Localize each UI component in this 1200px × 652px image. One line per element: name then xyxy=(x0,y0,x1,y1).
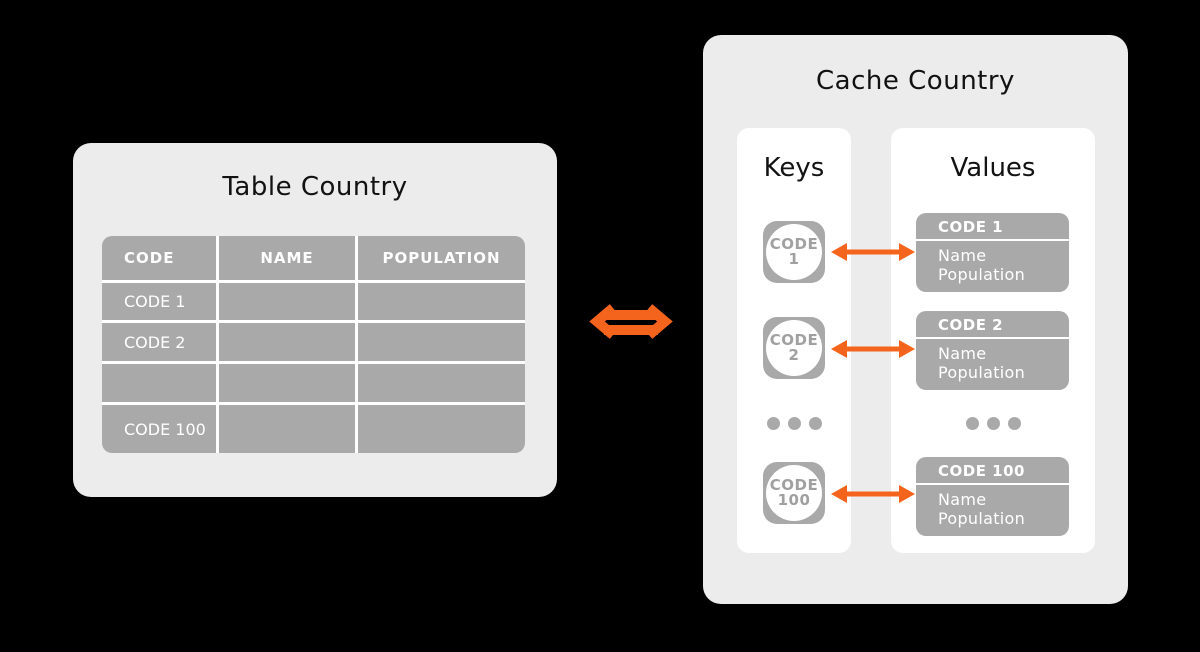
value-field-name: Name xyxy=(938,246,987,265)
table-header-population: POPULATION xyxy=(358,236,525,280)
key-circle xyxy=(766,320,822,376)
table-header-name: NAME xyxy=(219,236,355,280)
table-header-code: CODE xyxy=(102,236,216,280)
table-cell xyxy=(219,323,355,361)
key-badge-code-100: CODE 100 xyxy=(763,462,825,524)
table-cell xyxy=(219,364,355,402)
key-label-bottom: 100 xyxy=(777,491,811,509)
table-cell: CODE 2 xyxy=(102,323,216,361)
key-value-arrow-icon xyxy=(830,482,916,506)
table-cell: CODE 100 xyxy=(102,405,216,453)
key-badge-code-2: CODE 2 xyxy=(763,317,825,379)
cache-country-panel: Cache Country Keys CODE 1 CODE 2 xyxy=(703,35,1128,604)
table-cell xyxy=(102,364,216,402)
table-cell xyxy=(219,405,355,453)
table-cell xyxy=(358,405,525,453)
value-box-code-2: CODE 2 Name Population xyxy=(916,311,1069,390)
ellipsis-icon xyxy=(767,417,822,430)
key-label: CODE 100 xyxy=(763,462,825,524)
key-value-arrow-icon xyxy=(830,240,916,264)
key-label-top: CODE xyxy=(769,476,819,494)
value-box-body: Name Population xyxy=(916,339,1069,390)
key-badge-code-1: CODE 1 xyxy=(763,221,825,283)
country-table: CODE NAME POPULATION CODE 1 CODE 2 CODE … xyxy=(102,236,525,453)
value-field-population: Population xyxy=(938,509,1026,528)
table-country-panel: Table Country CODE NAME POPULATION CODE … xyxy=(73,143,557,497)
value-box-code-1: CODE 1 Name Population xyxy=(916,213,1069,292)
key-label: CODE 2 xyxy=(763,317,825,379)
sync-double-arrow-icon xyxy=(583,303,679,340)
table-cell: CODE 1 xyxy=(102,283,216,320)
values-column: Values CODE 1 Name Population CODE 2 Nam… xyxy=(891,128,1095,553)
table-cell xyxy=(358,323,525,361)
key-label: CODE 1 xyxy=(763,221,825,283)
value-field-name: Name xyxy=(938,344,987,363)
value-box-body: Name Population xyxy=(916,241,1069,292)
key-label-bottom: 2 xyxy=(788,346,800,364)
value-box-header: CODE 1 xyxy=(916,213,1069,241)
table-country-title: Table Country xyxy=(222,172,408,202)
keys-column: Keys CODE 1 CODE 2 CODE xyxy=(737,128,851,553)
ellipsis-icon xyxy=(966,417,1021,430)
keys-title: Keys xyxy=(763,153,825,183)
cache-country-title: Cache Country xyxy=(816,66,1015,96)
table-cell xyxy=(219,283,355,320)
key-label-bottom: 1 xyxy=(788,250,800,268)
key-label-top: CODE xyxy=(769,331,819,349)
key-value-arrow-icon xyxy=(830,337,916,361)
table-cell xyxy=(358,283,525,320)
values-title: Values xyxy=(950,153,1036,183)
value-field-population: Population xyxy=(938,363,1026,382)
key-circle xyxy=(766,224,822,280)
value-field-population: Population xyxy=(938,265,1026,284)
value-box-header: CODE 100 xyxy=(916,457,1069,485)
value-field-name: Name xyxy=(938,490,987,509)
value-box-code-100: CODE 100 Name Population xyxy=(916,457,1069,536)
key-circle xyxy=(766,465,822,521)
table-cell xyxy=(358,364,525,402)
value-box-body: Name Population xyxy=(916,485,1069,536)
value-box-header: CODE 2 xyxy=(916,311,1069,339)
key-label-top: CODE xyxy=(769,235,819,253)
